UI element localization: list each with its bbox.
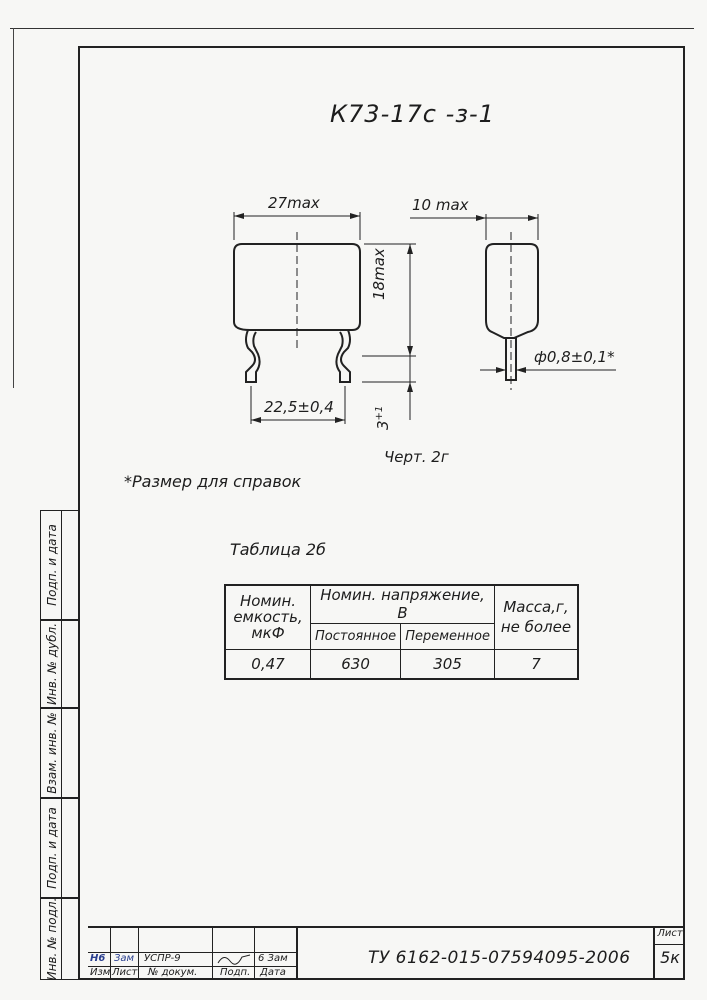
dimension-lead-value: 3 <box>374 420 392 430</box>
sidebar-cell: Подп. и дата <box>40 798 80 898</box>
header-ac: Переменное <box>400 622 495 650</box>
sidebar-label-wrap: Подп. и дата <box>43 799 62 897</box>
revision-sheet: Зам <box>114 953 135 964</box>
revision-row-divider <box>88 966 296 981</box>
label-sheet: Лист <box>112 967 138 978</box>
revision-col-divider <box>254 928 255 980</box>
cell-dc: 630 <box>309 648 402 680</box>
sidebar-cell: Инв. № дубл. <box>40 620 80 708</box>
header-voltage: Номин. напряжение, В <box>310 584 495 624</box>
reference-note: *Размер для справок <box>124 472 302 491</box>
sidebar-label: Инв. № дубл. <box>45 622 59 706</box>
header-mass-line2: не более <box>500 618 572 637</box>
revision-change-no: Н6 <box>90 953 106 964</box>
revision-row-divider <box>88 952 296 967</box>
revision-document: УСПР-9 <box>144 953 181 964</box>
sidebar-label: Подп. и дата <box>45 807 59 889</box>
header-capacity-line2: емкость, <box>233 608 303 627</box>
signature-mark <box>217 954 251 965</box>
sidebar-label-wrap: Инв. № дубл. <box>43 621 62 707</box>
sidebar-label: Инв. № подл. <box>45 897 59 981</box>
drawing-caption: Черт. 2г <box>384 448 449 466</box>
title-block: Н6 Зам УСПР-9 6 Зам Изм Лист № докум. По… <box>88 926 685 982</box>
document-number: ТУ 6162-015-07594095-2006 <box>368 948 631 968</box>
sheet-box: Лист 5к <box>653 928 685 980</box>
dimension-width: 27max <box>268 194 320 212</box>
spec-table: Номин. емкость, мкФ Номин. напряжение, В… <box>224 584 579 680</box>
sheet-label: Лист <box>655 928 685 945</box>
revision-col-divider <box>212 928 213 980</box>
cell-capacity: 0,47 <box>224 648 311 680</box>
revision-col-divider <box>110 928 111 980</box>
left-lead <box>245 329 261 383</box>
page-title: К73-17с -з-1 <box>330 100 495 128</box>
dimension-lead-length: 3+1 <box>374 406 392 430</box>
dimension-pitch: 22,5±0,4 <box>264 398 334 416</box>
revision-date: 6 Зам <box>258 953 288 964</box>
sheet-number: 5к <box>660 948 680 967</box>
label-change: Изм <box>90 967 111 978</box>
label-signature: Подп. <box>220 967 251 978</box>
capacitor-side-view <box>485 243 539 339</box>
header-capacity-line1: Номин. <box>239 592 297 611</box>
sidebar-stamps: Подп. и дата Инв. № дубл. Взам. инв. № П… <box>40 510 80 980</box>
revision-signature <box>216 953 252 968</box>
label-date: Дата <box>260 967 286 978</box>
revision-col-divider <box>138 928 139 980</box>
page-edge-line-left <box>13 28 14 388</box>
revision-table: Н6 Зам УСПР-9 6 Зам Изм Лист № докум. По… <box>88 928 298 980</box>
sidebar-label-wrap: Инв. № подл. <box>43 897 62 981</box>
header-capacity: Номин. емкость, мкФ <box>224 584 311 650</box>
sidebar-cell: Взам. инв. № <box>40 708 80 798</box>
sidebar-label: Взам. инв. № <box>45 712 59 794</box>
dimension-lead-tolerance: +1 <box>374 405 385 421</box>
capacitor-front-view <box>233 243 361 331</box>
dimension-diameter: ф0,8±0,1* <box>534 348 615 366</box>
sidebar-label-wrap: Взам. инв. № <box>43 709 62 797</box>
sidebar-cell: Инв. № подл. <box>40 898 80 980</box>
sidebar-label: Подп. и дата <box>45 524 59 606</box>
table-title: Таблица 2б <box>230 540 326 559</box>
cell-ac: 305 <box>400 648 495 680</box>
header-mass: Масса,г, не более <box>493 584 579 650</box>
cell-mass: 7 <box>493 648 579 680</box>
header-capacity-line3: мкФ <box>251 624 285 643</box>
dimension-thickness: 10 max <box>412 196 469 214</box>
right-lead <box>335 329 351 383</box>
dimension-height: 18max <box>370 248 388 300</box>
page-edge-line <box>10 28 694 29</box>
sidebar-cell: Подп. и дата <box>40 510 80 620</box>
header-mass-line1: Масса,г, <box>503 598 569 617</box>
header-dc: Постоянное <box>309 622 402 650</box>
label-doc-number: № докум. <box>148 967 198 978</box>
sidebar-label-wrap: Подп. и дата <box>43 511 62 619</box>
